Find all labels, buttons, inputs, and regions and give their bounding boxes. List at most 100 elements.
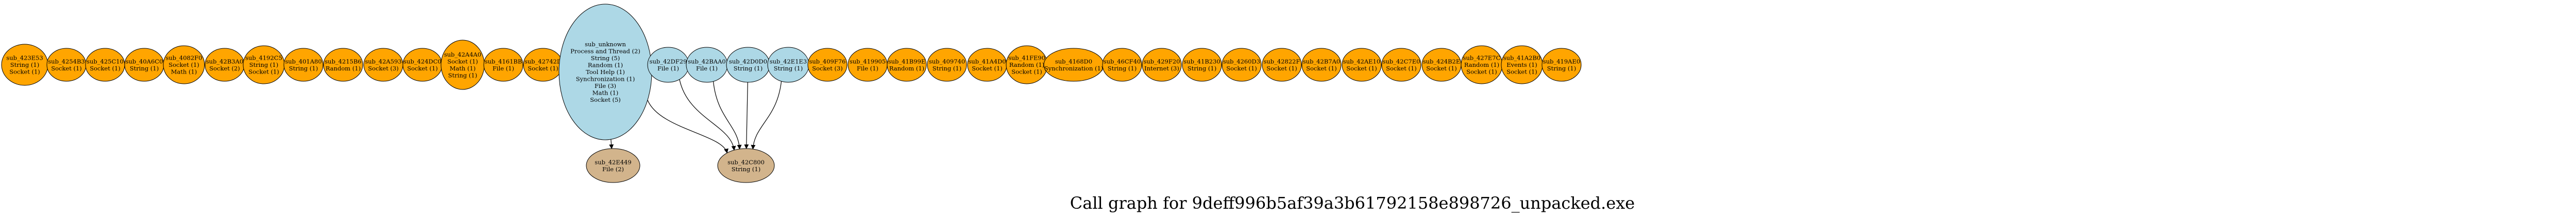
node-function-name: sub_401A80 bbox=[285, 58, 321, 65]
node-ellipse bbox=[1342, 48, 1382, 82]
node-ellipse bbox=[1222, 48, 1262, 82]
node-function-name: sub_42BAA0 bbox=[688, 58, 725, 65]
node-api-category: File (1) bbox=[696, 65, 718, 72]
node-ellipse bbox=[807, 48, 848, 82]
edges bbox=[609, 79, 782, 154]
node-api-category: Socket (1) bbox=[1506, 68, 1537, 76]
node-function-name: sub_42822F bbox=[1264, 58, 1300, 65]
node-api-category: String (5) bbox=[591, 55, 620, 62]
node-function-name: sub_4215B6 bbox=[325, 58, 361, 65]
node-function-name: sub_42A4A0 bbox=[444, 51, 481, 58]
node-api-category: Socket (2) bbox=[209, 65, 240, 72]
node-api-category: Socket (1) bbox=[1346, 65, 1377, 72]
node-api-category: String (1) bbox=[774, 65, 803, 72]
node-api-category: Socket (1) bbox=[972, 65, 1003, 72]
node-function-name: sub_429F20 bbox=[1144, 58, 1180, 65]
node-ellipse bbox=[483, 48, 523, 82]
node-api-category: Socket (1) bbox=[1266, 65, 1297, 72]
node-ellipse bbox=[717, 148, 775, 183]
node-api-category: Socket (1) bbox=[1011, 68, 1042, 76]
node-api-category: String (1) bbox=[933, 65, 961, 72]
node-api-category: String (1) bbox=[10, 61, 39, 68]
node-function-name: sub_424B2E bbox=[1423, 58, 1461, 65]
node-api-category: Socket (1) bbox=[1386, 65, 1417, 72]
node-api-category: Random (1) bbox=[326, 65, 361, 72]
node-function-name: sub_424DC0 bbox=[403, 58, 442, 65]
node-function-name: sub_41A2B0 bbox=[1503, 55, 1540, 62]
node-api-category: Math (1) bbox=[450, 65, 476, 72]
node-api-category: Math (1) bbox=[592, 89, 619, 97]
node-api-category: Socket (1) bbox=[90, 65, 121, 72]
node-api-category: String (1) bbox=[732, 166, 760, 173]
node-api-category: Synchronization (1) bbox=[1044, 65, 1104, 72]
node-api-category: Socket (1) bbox=[407, 65, 438, 72]
node-ellipse bbox=[1102, 48, 1142, 82]
node-function-name: sub_unknown bbox=[585, 41, 626, 48]
call-edge bbox=[609, 139, 614, 149]
node-api-category: File (2) bbox=[602, 166, 624, 173]
node-api-category: Math (1) bbox=[171, 68, 197, 76]
node-ellipse bbox=[1262, 48, 1302, 82]
node-function-name: sub_4192C5 bbox=[245, 55, 282, 62]
call-edge bbox=[751, 81, 782, 150]
node-ellipse bbox=[1142, 48, 1182, 82]
node-ellipse bbox=[323, 48, 363, 82]
node-function-name: sub_42D0D0 bbox=[729, 58, 767, 65]
node-ellipse bbox=[163, 45, 205, 84]
node-api-category: Socket (1) bbox=[1426, 65, 1457, 72]
node-function-name: sub_4260D3 bbox=[1223, 58, 1260, 65]
call-edge bbox=[647, 100, 728, 154]
node-api-category: Synchronization (1) bbox=[576, 76, 635, 83]
node-ellipse bbox=[586, 148, 640, 183]
node-api-category: Socket (1) bbox=[447, 58, 478, 65]
node-api-category: String (1) bbox=[249, 61, 278, 68]
node-function-name: sub_425C10 bbox=[87, 58, 124, 65]
node-ellipse bbox=[1182, 48, 1222, 82]
node-function-name: sub_41A4D0 bbox=[968, 58, 1006, 65]
graph-title: Call graph for 9deff996b5af39a3b61792158… bbox=[1070, 193, 1635, 213]
node-api-category: String (1) bbox=[1108, 65, 1137, 72]
node-api-category: Socket (1) bbox=[9, 68, 40, 76]
